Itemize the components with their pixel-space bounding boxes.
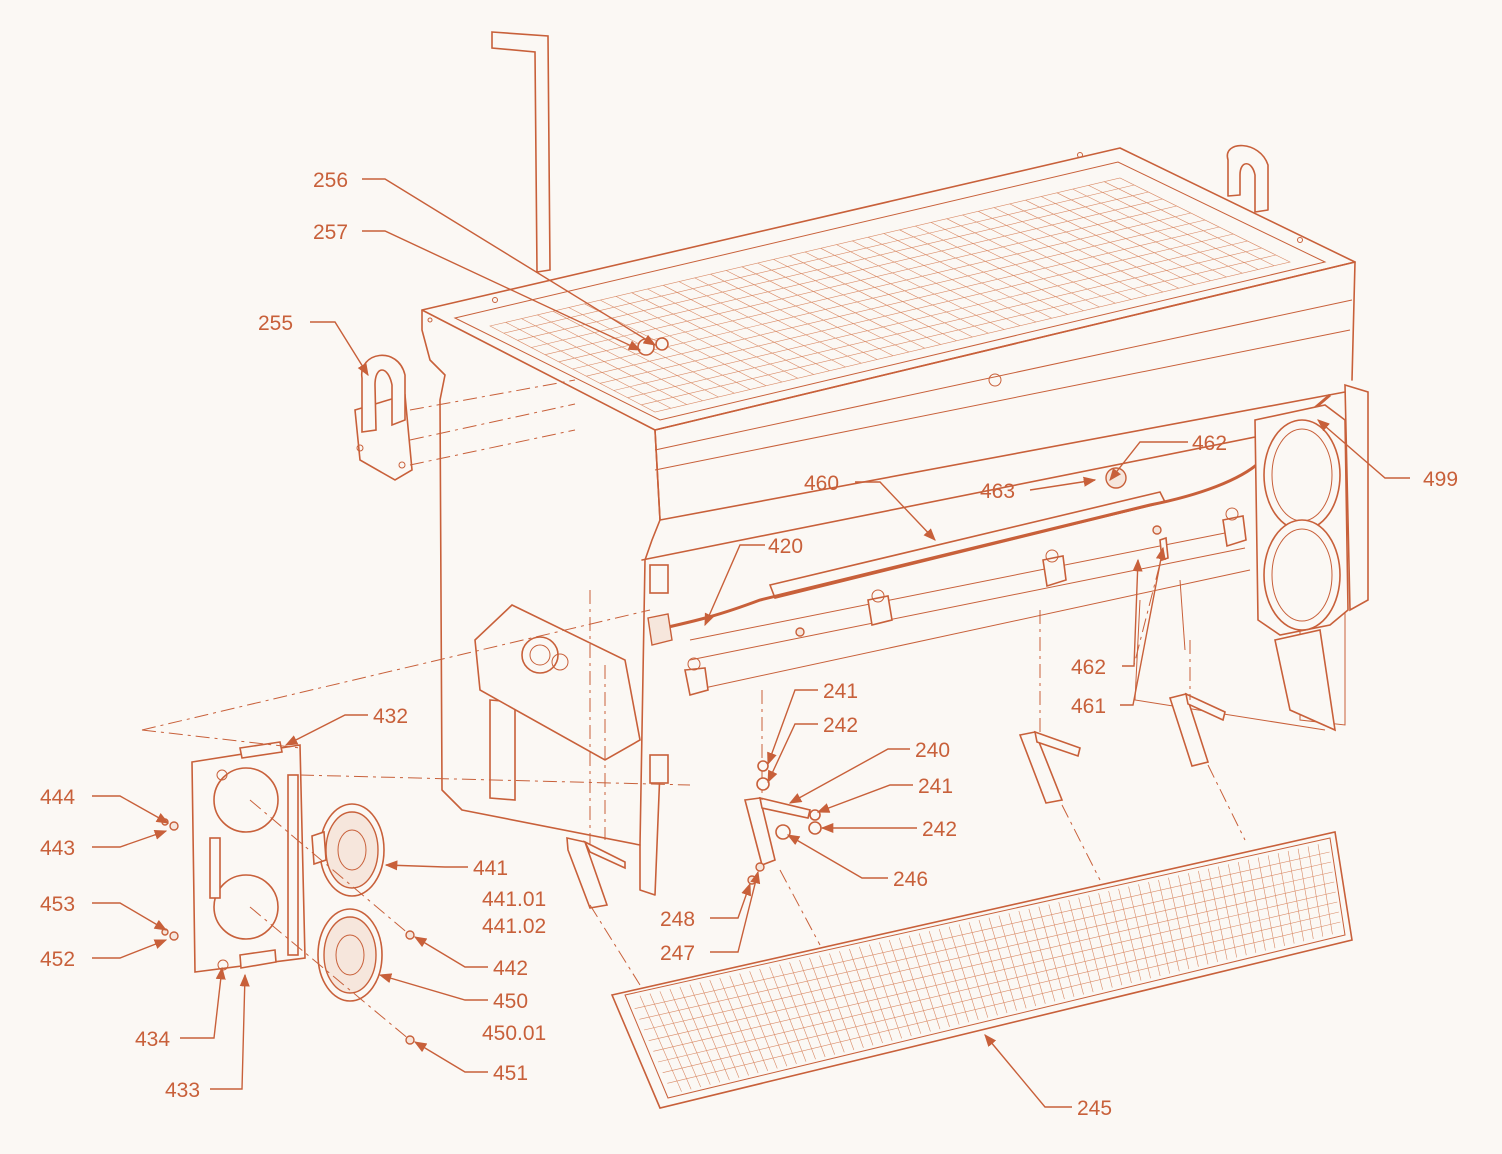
label-242-right: 242: [922, 818, 957, 841]
nozzle-3: [1042, 549, 1067, 588]
label-241-right: 241: [918, 775, 953, 798]
label-441: 441: [473, 857, 508, 880]
hopper-body: [421, 31, 1356, 896]
label-433: 433: [165, 1079, 200, 1102]
label-247: 247: [660, 942, 695, 965]
label-441-01: 441.01: [482, 888, 546, 911]
step-brackets: [566, 692, 1226, 909]
label-499: 499: [1423, 468, 1458, 491]
lifting-eye-255: [354, 354, 413, 481]
label-462-top: 462: [1192, 432, 1227, 455]
label-242-top: 242: [823, 714, 858, 737]
part-labels: 256 257 255 462 463 460 499 420 462 461 …: [40, 169, 1458, 1120]
label-257: 257: [313, 221, 348, 244]
rear-light-housing: [1254, 383, 1369, 732]
label-441-02: 441.02: [482, 915, 546, 938]
label-463: 463: [980, 480, 1015, 503]
light-mount-plate-432: [191, 741, 306, 973]
label-444: 444: [40, 786, 75, 809]
label-442: 442: [493, 957, 528, 980]
assembly-lines: [141, 379, 1246, 1041]
label-452: 452: [40, 948, 75, 971]
nozzle-4: [1222, 507, 1247, 548]
label-420: 420: [768, 535, 803, 558]
label-248: 248: [660, 908, 695, 931]
nozzle-2: [867, 589, 893, 626]
label-255: 255: [258, 312, 293, 335]
label-246: 246: [893, 868, 928, 891]
label-450: 450: [493, 990, 528, 1013]
label-461: 461: [1071, 695, 1106, 718]
label-453: 453: [40, 893, 75, 916]
label-256: 256: [313, 169, 348, 192]
label-462-bottom: 462: [1071, 656, 1106, 679]
label-460: 460: [804, 472, 839, 495]
label-450-01: 450.01: [482, 1022, 546, 1045]
lamp-450: [317, 908, 383, 1002]
label-434: 434: [135, 1028, 170, 1051]
label-451: 451: [493, 1062, 528, 1085]
nozzle-1: [684, 657, 709, 697]
step-plate-245: [610, 831, 1353, 1109]
label-240: 240: [915, 739, 950, 762]
label-241-top: 241: [823, 680, 858, 703]
label-245: 245: [1077, 1097, 1112, 1120]
label-443: 443: [40, 837, 75, 860]
label-432: 432: [373, 705, 408, 728]
leader-lines: [92, 178, 1410, 1108]
grid-screen: [503, 181, 1276, 409]
